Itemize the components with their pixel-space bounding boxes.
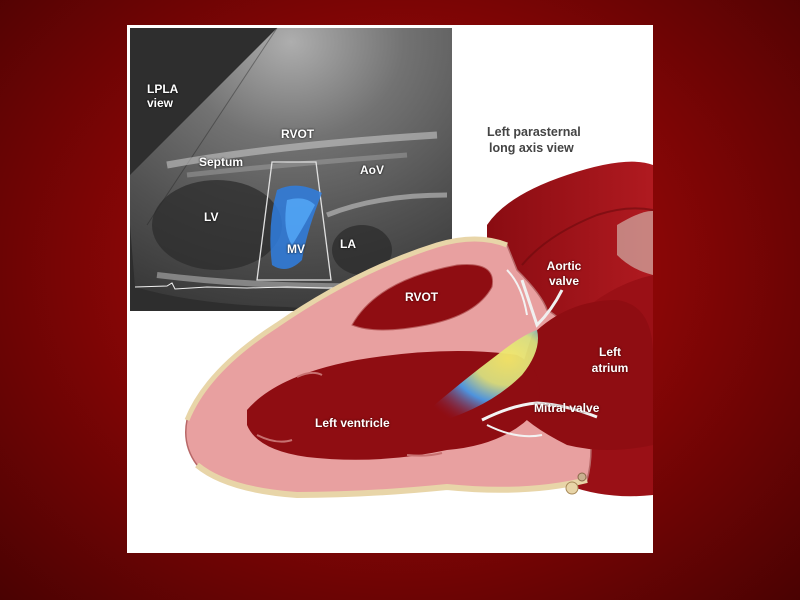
heart-illustration	[184, 161, 653, 499]
echo-label-lv: LV	[204, 210, 219, 224]
illustration-title-line1: Left parasternal	[487, 125, 581, 139]
heart-label-aortic-valve-line1: Aortic	[546, 259, 582, 273]
echo-label-la: LA	[340, 237, 356, 251]
echo-view-label-line2: view	[147, 96, 174, 110]
figure-panel: LPLA view RVOT Septum AoV LV MV LA Left …	[127, 25, 653, 553]
echo-image	[130, 27, 452, 311]
heart-label-left-atrium-line2: atrium	[591, 361, 629, 375]
figure-graphics	[130, 27, 653, 499]
illustration-title-line2: long axis view	[489, 141, 574, 155]
echo-label-mv: MV	[287, 242, 305, 256]
heart-label-mitral-valve: Mitral valve	[534, 401, 600, 415]
echo-label-aov: AoV	[360, 163, 384, 177]
echo-label-rvot: RVOT	[281, 127, 315, 141]
echo-view-label-line1: LPLA	[147, 82, 179, 96]
echo-label-septum: Septum	[199, 155, 244, 169]
heart-label-rvot: RVOT	[405, 290, 439, 304]
heart-label-left-ventricle: Left ventricle	[315, 416, 390, 430]
heart-label-aortic-valve-line2: valve	[548, 274, 580, 288]
heart-label-left-atrium-line1: Left	[599, 345, 621, 359]
